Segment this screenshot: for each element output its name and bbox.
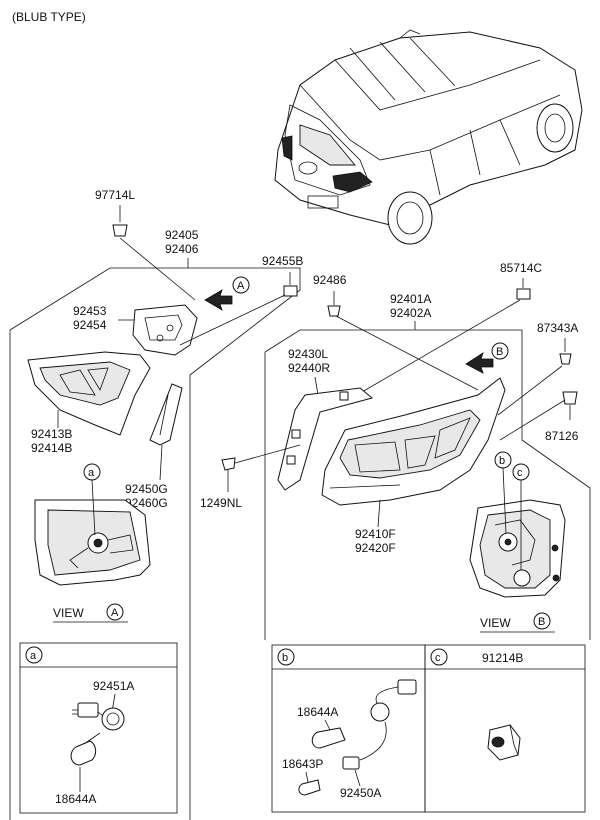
bulb-part: [70, 732, 101, 766]
svg-text:B: B: [496, 346, 503, 358]
svg-text:b: b: [282, 652, 288, 664]
label-92450G: 92450G: [125, 482, 168, 496]
left-group-outline: [9, 267, 301, 820]
svg-text:a: a: [30, 650, 37, 662]
view-b-letter-circle: B: [533, 612, 551, 630]
bolt-part: [221, 457, 236, 471]
label-92451A: 92451A: [93, 679, 134, 693]
detail-box-b: b 18644A 18643P 92450A: [271, 644, 426, 813]
svg-text:c: c: [517, 467, 523, 479]
socket-part: [72, 702, 125, 731]
view-b-label: VIEW: [480, 616, 511, 630]
label-92454: 92454: [73, 318, 107, 332]
label-92440R: 92440R: [288, 361, 330, 375]
callout-b: b: [494, 451, 512, 469]
label-87343A: 87343A: [537, 321, 578, 335]
callout-c: c: [512, 463, 530, 481]
label-92420F: 92420F: [355, 541, 396, 555]
mounting-bracket-part: [277, 387, 374, 491]
label-92453: 92453: [73, 304, 107, 318]
svg-text:c: c: [435, 652, 441, 664]
label-92413B: 92413B: [31, 427, 72, 441]
label-92406: 92406: [165, 242, 199, 256]
label-92402A: 92402A: [390, 306, 431, 320]
clip-part: [327, 305, 341, 317]
detail-box-c: c 91214B: [424, 644, 586, 813]
label-92486: 92486: [313, 273, 347, 287]
inner-lamp-part: [27, 351, 151, 436]
svg-text:A: A: [111, 607, 119, 619]
label-18644A-b: 18644A: [297, 705, 338, 719]
nut-part-2: [516, 288, 531, 300]
nut-part: [283, 285, 298, 297]
screw-part-2: [559, 353, 572, 365]
label-87126: 87126: [545, 429, 579, 443]
screw-part: [112, 224, 128, 237]
view-b-arrow: B: [465, 342, 509, 374]
bracket-part: [132, 304, 198, 356]
screw-part-3: [562, 391, 578, 405]
svg-text:a: a: [88, 467, 95, 479]
svg-text:B: B: [538, 616, 545, 628]
svg-text:b: b: [499, 455, 505, 467]
type-label: (BLUB TYPE): [12, 10, 86, 24]
view-b-lamp-back: [469, 499, 566, 598]
vehicle-illustration: [274, 29, 583, 245]
label-92410F: 92410F: [355, 527, 396, 541]
grommet-part: [487, 724, 521, 761]
label-92405: 92405: [165, 228, 199, 242]
label-92455B: 92455B: [262, 254, 303, 268]
right-group-outline: [264, 329, 591, 640]
svg-text:A: A: [237, 280, 245, 292]
wiring-harness-part: [342, 679, 417, 770]
view-a-arrow: A: [204, 276, 250, 311]
label-92430L: 92430L: [288, 347, 328, 361]
gasket-part: [149, 383, 183, 446]
label-91214B: 91214B: [482, 651, 523, 665]
label-18644A-a: 18644A: [55, 792, 96, 806]
label-92414B: 92414B: [31, 441, 72, 455]
label-92460G: 92460G: [125, 496, 168, 510]
label-85714C: 85714C: [500, 261, 542, 275]
label-18643P: 18643P: [282, 757, 323, 771]
bulb-part-b: [298, 727, 346, 796]
callout-a: a: [83, 463, 101, 481]
detail-box-a: a 92451A 18644A: [19, 642, 178, 814]
label-97714L: 97714L: [95, 188, 135, 202]
view-a-letter-circle: A: [106, 603, 124, 621]
view-a-label: VIEW: [53, 606, 84, 620]
label-1249NL: 1249NL: [200, 496, 242, 510]
view-a-lamp-back: [34, 499, 151, 586]
label-92450A: 92450A: [340, 786, 381, 800]
outer-lamp-part: [321, 377, 506, 506]
label-92401A: 92401A: [390, 292, 431, 306]
